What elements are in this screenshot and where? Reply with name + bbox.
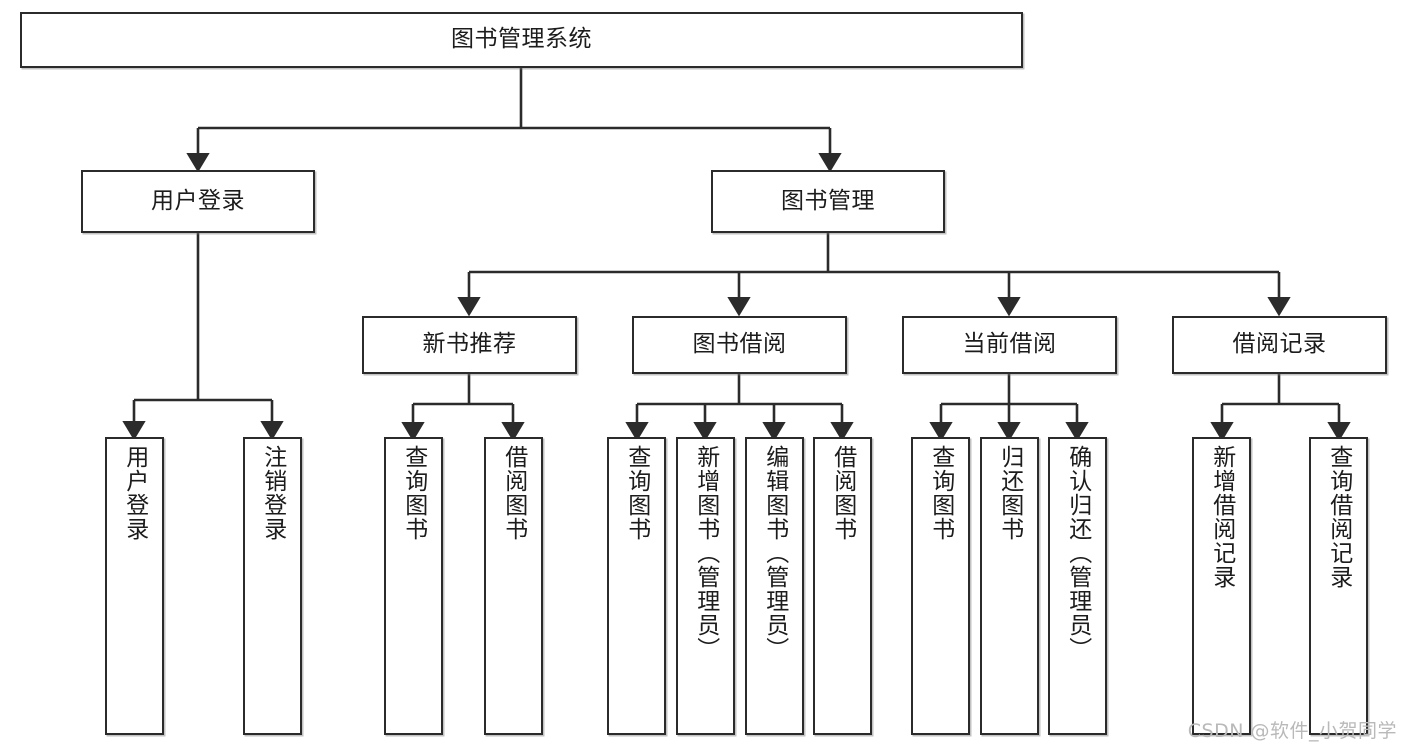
- leaf-query-book-recommend[interactable]: 查询图书: [384, 437, 443, 735]
- leaf-confirm-return-admin[interactable]: 确认归还（管理员）: [1048, 437, 1107, 735]
- node-label: 借阅图书: [500, 445, 527, 541]
- node-label: 新书推荐: [422, 331, 517, 358]
- node-label: 借阅记录: [1232, 331, 1327, 358]
- node-label: 注销登录: [259, 445, 286, 541]
- leaf-logout-login[interactable]: 注销登录: [243, 437, 302, 735]
- leaf-query-book-current[interactable]: 查询图书: [911, 437, 970, 735]
- leaf-query-borrow-record[interactable]: 查询借阅记录: [1309, 437, 1368, 735]
- node-label: 编辑图书（管理员）: [761, 445, 788, 661]
- leaf-add-borrow-record[interactable]: 新增借阅记录: [1192, 437, 1251, 735]
- node-current-borrow[interactable]: 当前借阅: [902, 316, 1117, 374]
- node-label: 图书管理: [781, 187, 875, 214]
- node-borrow-record[interactable]: 借阅记录: [1172, 316, 1387, 374]
- node-label: 查询图书: [927, 445, 954, 541]
- leaf-query-book-borrow[interactable]: 查询图书: [607, 437, 666, 735]
- node-label: 用户登录: [121, 445, 148, 541]
- node-root-system[interactable]: 图书管理系统: [20, 12, 1023, 68]
- node-label: 查询图书: [623, 445, 650, 541]
- csdn-watermark: CSDN @软件_小贺同学: [1187, 720, 1397, 742]
- node-label: 图书管理系统: [451, 26, 592, 53]
- node-book-manage[interactable]: 图书管理: [711, 170, 945, 233]
- node-user-login[interactable]: 用户登录: [81, 170, 315, 233]
- node-book-borrow[interactable]: 图书借阅: [632, 316, 847, 374]
- leaf-user-login[interactable]: 用户登录: [105, 437, 164, 735]
- node-label: 查询图书: [400, 445, 427, 541]
- node-label: 借阅图书: [829, 445, 856, 541]
- leaf-borrow-book-recommend[interactable]: 借阅图书: [484, 437, 543, 735]
- node-label: 归还图书: [996, 445, 1023, 541]
- node-label: 新增借阅记录: [1208, 445, 1235, 589]
- node-label: 图书借阅: [692, 331, 787, 358]
- node-label: 查询借阅记录: [1325, 445, 1352, 589]
- node-new-book-recommend[interactable]: 新书推荐: [362, 316, 577, 374]
- leaf-edit-book-admin[interactable]: 编辑图书（管理员）: [745, 437, 804, 735]
- node-label: 确认归还（管理员）: [1064, 445, 1091, 661]
- node-label: 新增图书（管理员）: [692, 445, 719, 661]
- node-label: 用户登录: [151, 187, 245, 214]
- leaf-add-book-admin[interactable]: 新增图书（管理员）: [676, 437, 735, 735]
- leaf-borrow-book[interactable]: 借阅图书: [813, 437, 872, 735]
- node-label: 当前借阅: [962, 331, 1057, 358]
- leaf-return-book[interactable]: 归还图书: [980, 437, 1039, 735]
